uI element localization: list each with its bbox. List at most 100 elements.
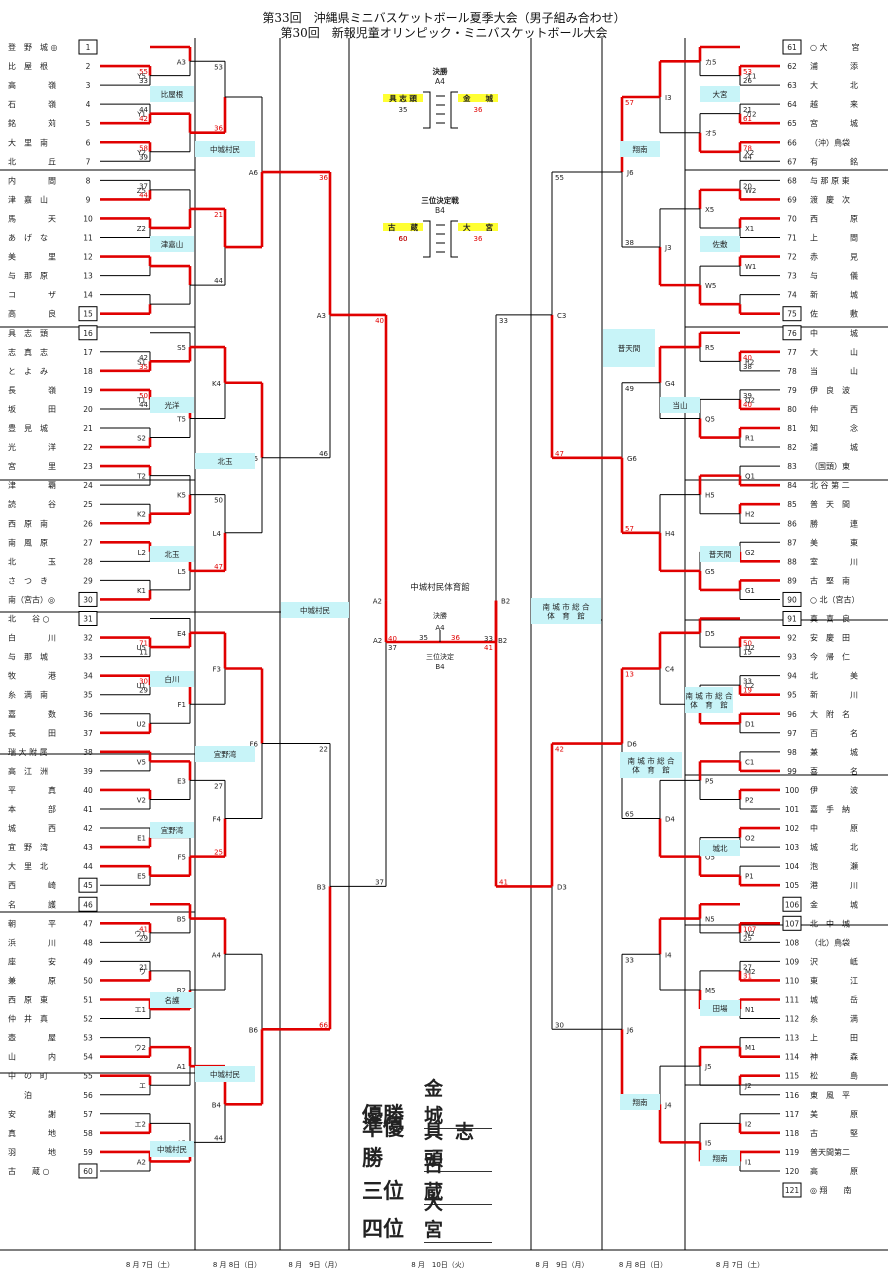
score-text: 53 bbox=[743, 68, 752, 76]
match-code: L2 bbox=[138, 549, 146, 557]
team-name-left: 高 嶺 bbox=[8, 80, 56, 90]
team-name-right: 室 川 bbox=[810, 556, 858, 566]
team-name-right: 港 川 bbox=[810, 880, 858, 890]
center-venue: 中城村民体育館 bbox=[410, 582, 470, 593]
final-diagram-bracket bbox=[423, 91, 431, 129]
match-code: B2 bbox=[498, 637, 507, 645]
match-code: P1 bbox=[745, 873, 754, 881]
team-number: 108 bbox=[785, 938, 800, 947]
team-name-right: 泡 瀬 bbox=[810, 861, 858, 871]
team-name-right: 与 儀 bbox=[810, 271, 858, 281]
team-number: 46 bbox=[83, 900, 93, 909]
team-number: 48 bbox=[83, 938, 93, 947]
match-code: H5 bbox=[705, 492, 715, 500]
team-name-left: 西 崎 bbox=[8, 880, 56, 890]
score-text: 25 bbox=[743, 934, 752, 942]
team-number: 35 bbox=[83, 691, 93, 700]
team-name-right: 新 川 bbox=[810, 690, 858, 700]
team-number: 82 bbox=[787, 443, 797, 452]
team-number: 73 bbox=[787, 272, 797, 281]
team-number: 14 bbox=[83, 291, 93, 300]
venue-label: 宜野湾 bbox=[214, 749, 237, 759]
seed-box bbox=[78, 306, 98, 322]
team-number: 20 bbox=[83, 405, 93, 414]
match-code: J5 bbox=[704, 1063, 712, 1071]
team-name-left: 登 野 城 ◎ bbox=[8, 42, 58, 52]
team-name-right: 大 附 名 bbox=[810, 709, 850, 719]
score-text: 36 bbox=[319, 174, 328, 182]
match-code: A1 bbox=[177, 1063, 186, 1071]
match-code: G1 bbox=[745, 587, 755, 595]
seed-box bbox=[782, 915, 802, 931]
team-number: 17 bbox=[83, 348, 93, 357]
team-number: 99 bbox=[787, 767, 797, 776]
match-code: Z2 bbox=[137, 225, 146, 233]
match-code: H4 bbox=[665, 530, 675, 538]
match-code: V5 bbox=[137, 758, 146, 766]
match-code: J3 bbox=[664, 244, 672, 252]
score-text: 37 bbox=[388, 644, 397, 652]
team-name-left: 志 真 志 bbox=[8, 347, 48, 357]
venue-label: 翔南 bbox=[713, 1153, 728, 1163]
seed-box bbox=[78, 1163, 98, 1179]
team-name-left: 馬 天 bbox=[8, 214, 56, 223]
team-number: 3 bbox=[86, 81, 91, 90]
team-name-right: 渡 慶 次 bbox=[810, 194, 850, 204]
team-number: 81 bbox=[787, 424, 797, 433]
final-diagram-left-box bbox=[383, 94, 423, 102]
venue-box bbox=[700, 1150, 740, 1166]
team-number: 106 bbox=[785, 900, 800, 909]
venue-box bbox=[150, 671, 194, 687]
score-text: 30 bbox=[139, 678, 148, 686]
team-number: 45 bbox=[83, 881, 93, 890]
match-code: E5 bbox=[137, 873, 146, 881]
score-text: 19 bbox=[743, 687, 752, 695]
match-code: G5 bbox=[705, 568, 715, 576]
venue-label: 田場 bbox=[713, 1003, 728, 1013]
match-code: N1 bbox=[745, 1006, 755, 1014]
score-text: 27 bbox=[743, 963, 752, 971]
team-name-right: 沢 岻 bbox=[810, 956, 858, 966]
venue-label: 体 育 館 bbox=[547, 611, 585, 621]
team-number: 121 bbox=[785, 1186, 800, 1195]
match-code: D3 bbox=[557, 883, 567, 891]
match-code: C4 bbox=[665, 666, 675, 674]
team-number: 115 bbox=[785, 1072, 800, 1081]
match-code: B4 bbox=[212, 1101, 222, 1109]
match-code: D6 bbox=[627, 741, 637, 749]
team-number: 94 bbox=[787, 672, 797, 681]
team-number: 25 bbox=[83, 500, 93, 509]
venue-label: 体 育 館 bbox=[632, 765, 670, 775]
score-text: 55 bbox=[555, 174, 564, 182]
team-name-left: 高 良 bbox=[8, 309, 56, 319]
team-number: 43 bbox=[83, 843, 93, 852]
match-code: B5 bbox=[177, 916, 186, 924]
team-number: 85 bbox=[787, 500, 797, 509]
match-code: C3 bbox=[557, 312, 566, 320]
team-name-right: 城 北 bbox=[810, 843, 858, 852]
team-number: 79 bbox=[787, 386, 797, 395]
team-name-right: 真 喜 良 bbox=[810, 614, 850, 624]
score-text: 53 bbox=[214, 63, 223, 71]
team-name-right: 当 山 bbox=[810, 366, 858, 376]
match-code: G6 bbox=[627, 455, 637, 463]
venue-label: 宜野湾 bbox=[161, 825, 184, 835]
venue-box bbox=[150, 397, 194, 413]
score-text: 55 bbox=[139, 68, 148, 76]
team-name-left: 仲 井 真 bbox=[8, 1014, 48, 1024]
match-code: A3 bbox=[317, 312, 326, 320]
score-text: 71 bbox=[139, 640, 148, 648]
team-number: 105 bbox=[785, 881, 800, 890]
team-number: 23 bbox=[83, 462, 93, 471]
team-name-left: 与 那 原 bbox=[8, 272, 48, 281]
match-code: J6 bbox=[626, 1026, 634, 1034]
team-number: 60 bbox=[83, 1167, 93, 1176]
match-code: オ1 bbox=[745, 73, 756, 81]
seed-box bbox=[782, 1182, 802, 1198]
score-text: 22 bbox=[319, 746, 328, 754]
venue-label: 城北 bbox=[713, 844, 728, 853]
venue-box bbox=[150, 546, 194, 562]
score-text: 42 bbox=[139, 115, 148, 123]
team-name-right: 新 城 bbox=[810, 290, 858, 300]
match-code: P2 bbox=[745, 796, 754, 804]
